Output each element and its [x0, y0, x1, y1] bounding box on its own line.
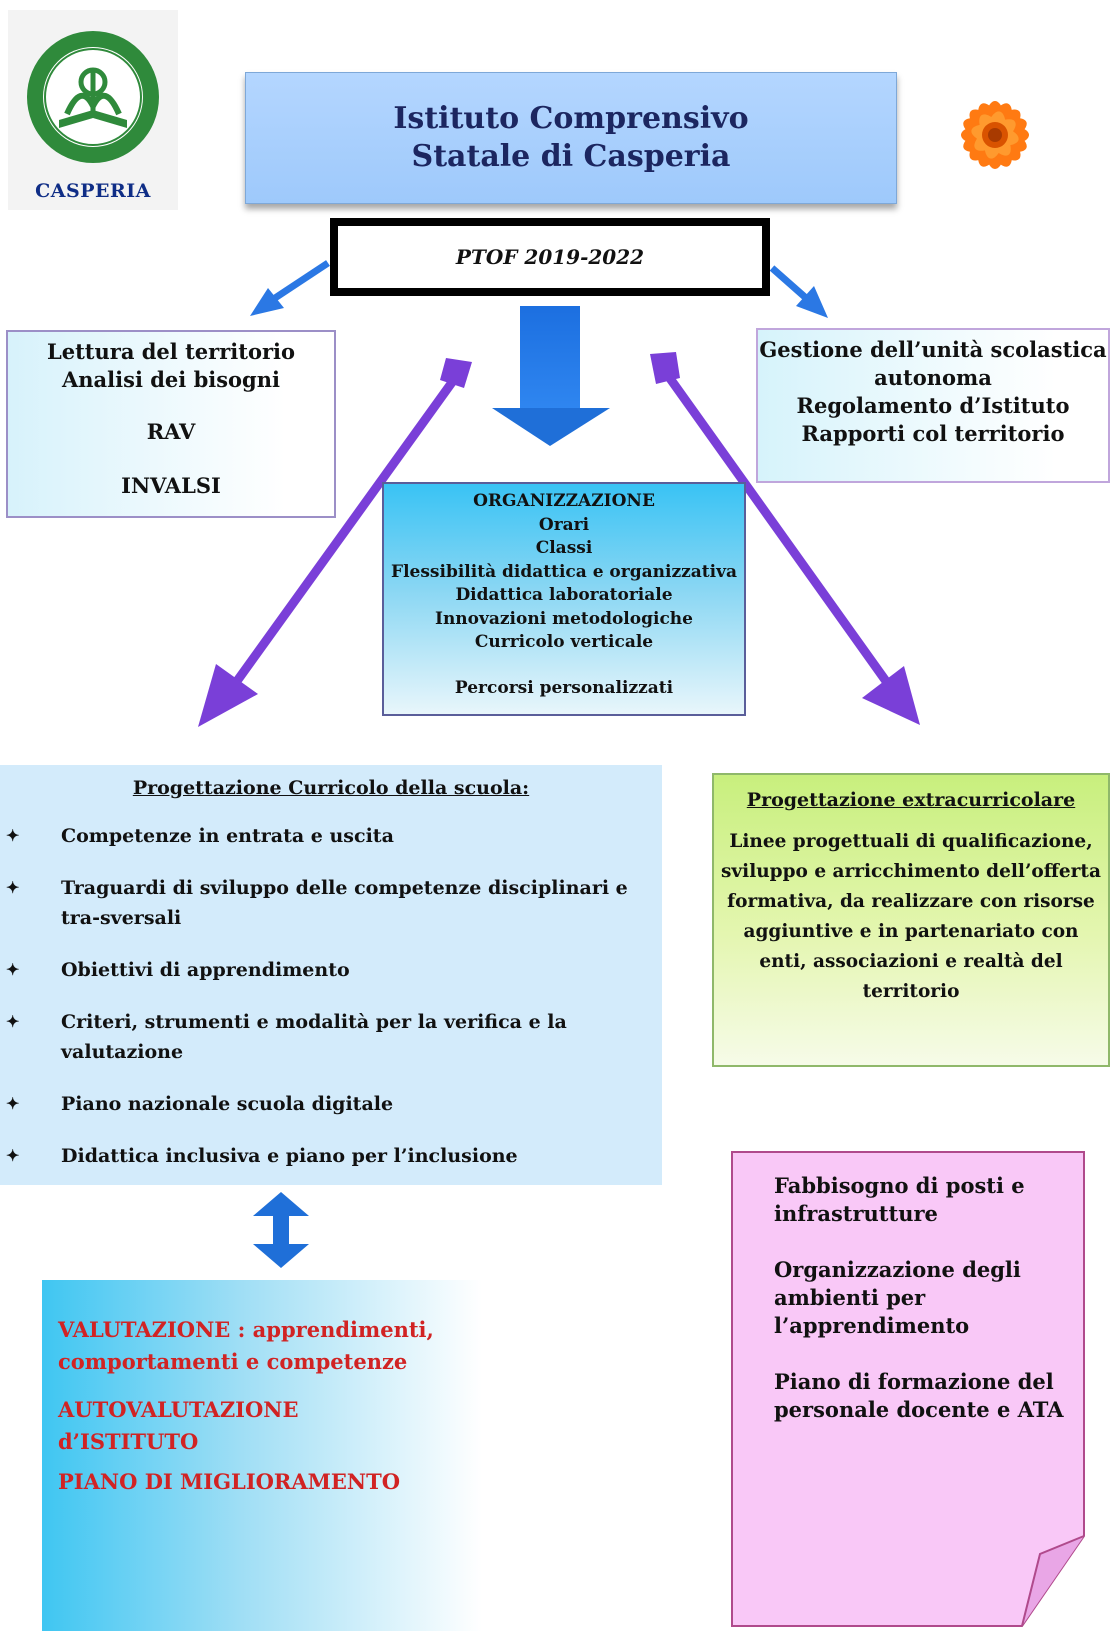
purple-arrow-left-icon: [198, 358, 472, 727]
org-item: Curricolo verticale: [474, 632, 654, 652]
list-item: ✦Criteri, strumenti e modalità per la ve…: [0, 1007, 662, 1067]
gestione-box: Gestione dell’unità scolastica autonoma …: [756, 328, 1110, 483]
bullet-star-icon: ✦: [6, 878, 20, 897]
curricolo-box: Progettazione Curricolo della scuola: ✦C…: [0, 765, 662, 1185]
org-heading: ORGANIZZAZIONE: [473, 491, 655, 511]
miglioramento-line: PIANO DI MIGLIORAMENTO: [58, 1469, 401, 1494]
gestione-line: Gestione dell’unità scolastica autonoma: [759, 337, 1107, 390]
list-item: ✦Competenze in entrata e uscita: [0, 821, 662, 851]
rapporti-line: Rapporti col territorio: [801, 421, 1065, 446]
org-item: Innovazioni metodologiche: [435, 608, 693, 629]
bullet-star-icon: ✦: [6, 1146, 20, 1165]
fabbisogno-line: Fabbisogno di posti e infrastrutture: [774, 1173, 1025, 1226]
title-box: Istituto Comprensivo Statale di Casperia: [245, 72, 897, 204]
valutazione-box: VALUTAZIONE : apprendimenti, comportamen…: [42, 1280, 482, 1631]
curricolo-title: Progettazione Curricolo della scuola:: [132, 777, 530, 799]
logo-emblem-icon: [27, 31, 159, 163]
formazione-line: Piano di formazione del personale docent…: [774, 1369, 1064, 1422]
ambienti-line: Organizzazione degli ambienti per l’appr…: [774, 1257, 1021, 1338]
list-item: ✦Didattica inclusiva e piano per l’inclu…: [0, 1141, 662, 1171]
page-title: Istituto Comprensivo Statale di Casperia: [393, 101, 749, 174]
regolamento-line: Regolamento d’Istituto: [796, 393, 1070, 418]
list-item: ✦Piano nazionale scuola digitale: [0, 1089, 662, 1119]
organizzazione-box: ORGANIZZAZIONE Orari Classi Flessibilità…: [382, 482, 746, 716]
territorio-box: Lettura del territorio Analisi dei bisog…: [6, 330, 336, 518]
down-arrow-icon: [492, 306, 610, 446]
flower-icon: [940, 80, 1050, 194]
extracurricolare-box: Progettazione extracurricolare Linee pro…: [712, 773, 1110, 1067]
valutazione-line: VALUTAZIONE : apprendimenti, comportamen…: [58, 1317, 434, 1374]
purple-arrow-right-icon: [650, 352, 920, 725]
curricolo-list: ✦Competenze in entrata e uscita ✦Traguar…: [0, 821, 662, 1193]
fabbisogno-content: Fabbisogno di posti e infrastrutture Org…: [774, 1172, 1074, 1452]
bullet-star-icon: ✦: [6, 1094, 20, 1113]
ptof-box: PTOF 2019-2022: [330, 218, 770, 296]
org-item: Orari: [538, 514, 590, 535]
bullet-star-icon: ✦: [6, 1012, 20, 1031]
bullet-star-icon: ✦: [6, 826, 20, 845]
folded-note-icon: [731, 1151, 1085, 1627]
org-item: Didattica laboratoriale: [455, 585, 673, 605]
fabbisogno-note: Fabbisogno di posti e infrastrutture Org…: [730, 1150, 1088, 1628]
arrow-left-icon: [250, 260, 330, 316]
ptof-label: PTOF 2019-2022: [455, 245, 645, 269]
rav-line: RAV: [146, 419, 196, 444]
org-item: Percorsi personalizzati: [454, 677, 674, 698]
logo-label: CASPERIA: [35, 180, 151, 202]
extracurricolare-body: Linee progettuali di qualificazione, svi…: [721, 831, 1101, 1002]
double-arrow-icon: [253, 1192, 309, 1268]
arrow-right-icon: [769, 265, 828, 318]
bisogni-line: Analisi dei bisogni: [62, 367, 280, 392]
bullet-star-icon: ✦: [6, 960, 20, 979]
extracurricolare-title: Progettazione extracurricolare: [746, 789, 1076, 811]
territorio-line: Lettura del territorio: [46, 339, 296, 364]
autovalutazione-line: AUTOVALUTAZIONE d’ISTITUTO: [58, 1397, 299, 1454]
invalsi-line: INVALSI: [121, 473, 221, 498]
org-item: Flessibilità didattica e organizzativa: [391, 561, 737, 582]
list-item: ✦Obiettivi di apprendimento: [0, 955, 662, 985]
school-logo: CASPERIA: [8, 10, 178, 210]
org-item: Classi: [535, 538, 593, 558]
list-item: ✦Traguardi di sviluppo delle competenze …: [0, 873, 662, 933]
